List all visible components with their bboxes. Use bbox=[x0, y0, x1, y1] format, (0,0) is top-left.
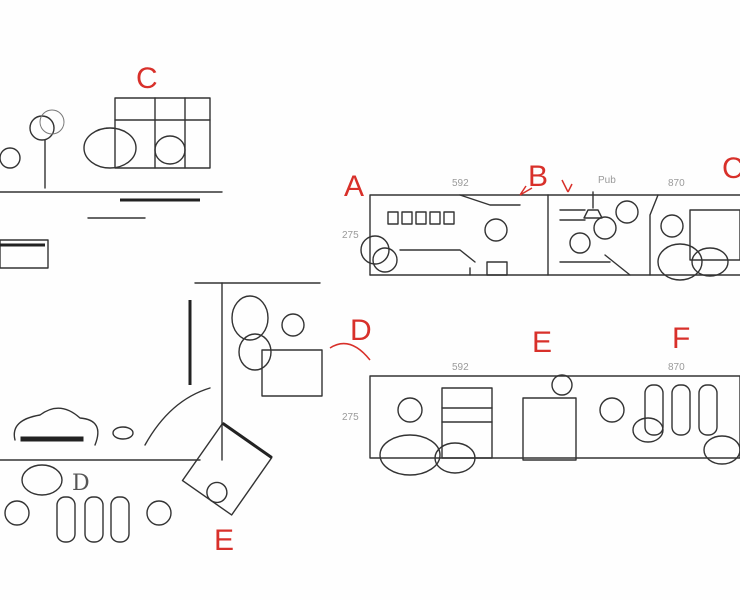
room-label-d: D bbox=[72, 471, 90, 496]
dimension-label: 592 bbox=[452, 178, 469, 189]
room-label-a: A bbox=[344, 170, 364, 203]
room-label-b: B bbox=[528, 160, 548, 193]
rotated-layout: D bbox=[0, 282, 371, 543]
room-label-e: E bbox=[214, 524, 234, 557]
row-1-layout: 592 870 275 Pub bbox=[342, 175, 740, 281]
room-label-e: E bbox=[532, 326, 552, 359]
row-2-layout: 592 870 275 bbox=[342, 362, 740, 476]
room-label-d: D bbox=[350, 314, 372, 347]
dimension-label: 275 bbox=[342, 412, 359, 423]
sign-text: Pub bbox=[598, 175, 616, 186]
room-label-c: C bbox=[136, 62, 158, 95]
dimension-label: 870 bbox=[668, 178, 685, 189]
room-label-c: C bbox=[722, 152, 740, 185]
dimension-label: 592 bbox=[452, 362, 469, 373]
dimension-label: 275 bbox=[342, 230, 359, 241]
room-c-topleft bbox=[0, 97, 223, 269]
room-label-f: F bbox=[672, 322, 690, 355]
dimension-label: 870 bbox=[668, 362, 685, 373]
